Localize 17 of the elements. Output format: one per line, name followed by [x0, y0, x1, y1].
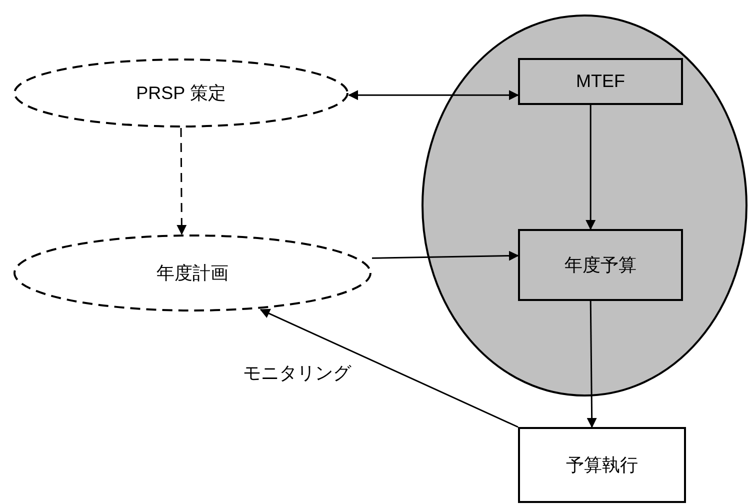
arrow: [586, 105, 596, 230]
process-box: [518, 229, 683, 301]
process-box: [518, 58, 683, 105]
node-label: PRSP 策定: [136, 82, 226, 104]
node-label: 年度予算: [564, 254, 636, 276]
arrow: [586, 301, 597, 428]
arrow: [348, 90, 519, 100]
dashed-ellipse: [13, 58, 349, 128]
ellipse-shape: [421, 14, 748, 397]
arrow: [176, 128, 187, 235]
node-label: 予算執行: [566, 454, 638, 476]
arrow: [260, 308, 518, 428]
arrow: [372, 250, 519, 261]
process-box: [518, 427, 686, 503]
dashed-ellipse: [13, 234, 372, 312]
node-label: 年度計画: [156, 262, 228, 284]
node-label: MTEF: [576, 70, 625, 93]
